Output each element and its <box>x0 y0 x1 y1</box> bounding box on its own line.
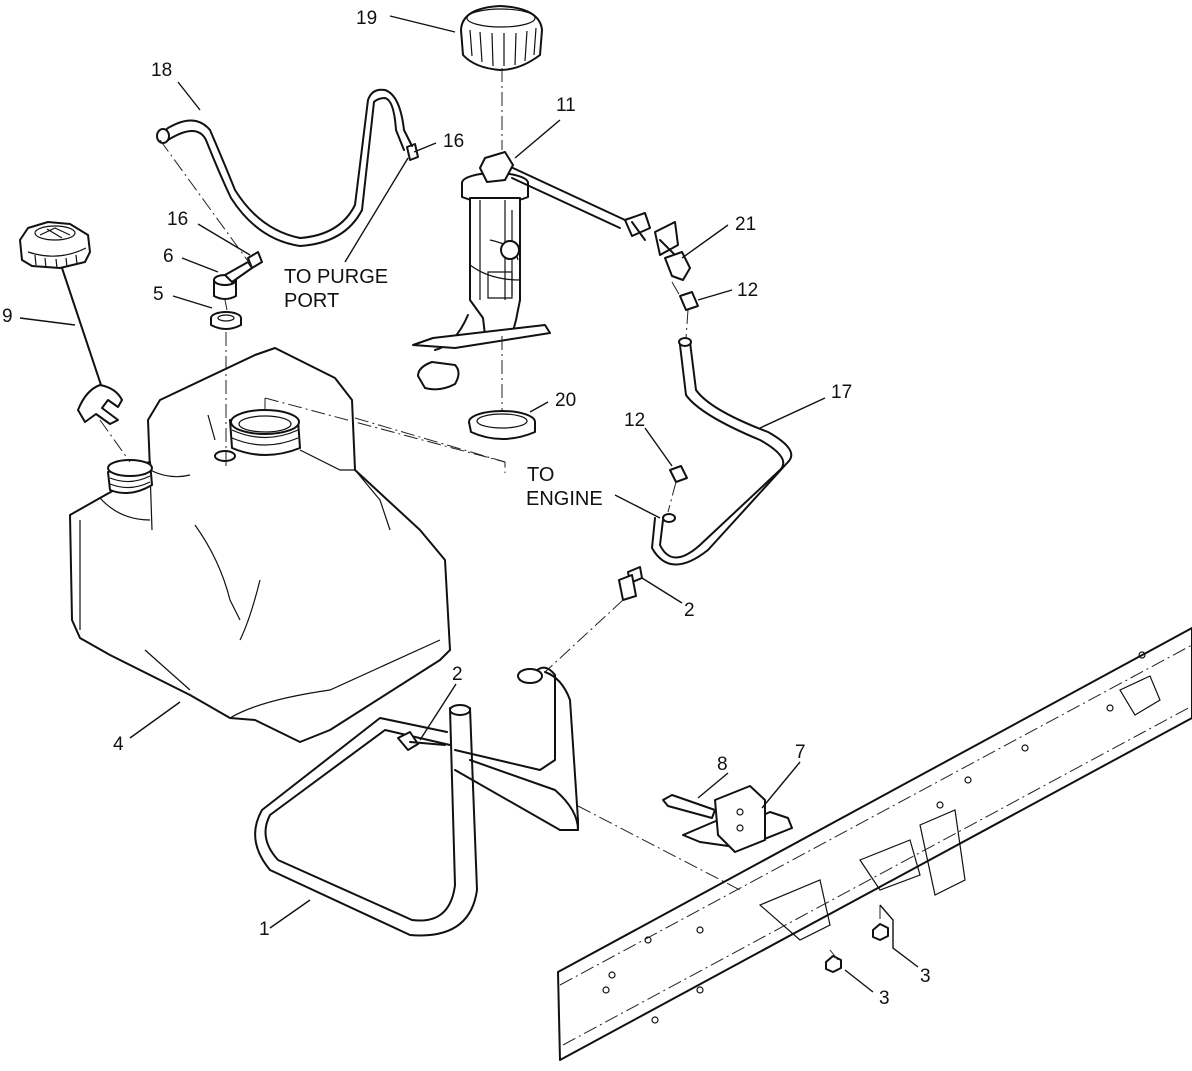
routing-notes: TO PURGE PORT TO ENGINE <box>284 266 603 510</box>
callout-12-upper: 12 <box>737 280 758 301</box>
hose-clamp-upper <box>679 291 699 311</box>
cap-tether <box>61 267 123 425</box>
mount-bolt-upper <box>618 566 643 601</box>
elbow-fitting <box>664 251 691 281</box>
callout-17: 17 <box>831 382 852 403</box>
callout-3-right: 3 <box>920 966 931 987</box>
nut-left <box>825 955 842 973</box>
note-engine-line2: ENGINE <box>526 488 603 510</box>
grommet <box>210 311 242 330</box>
callout-labels: 19 18 11 16 16 6 5 9 21 12 12 17 20 2 2 … <box>2 8 931 1009</box>
vent-fitting <box>213 261 253 300</box>
pump-seal <box>468 410 536 440</box>
callout-8: 8 <box>717 754 728 775</box>
lock-ring <box>460 5 543 71</box>
callout-18: 18 <box>151 60 172 81</box>
note-purge-line2: PORT <box>284 290 339 312</box>
callout-6: 6 <box>163 246 174 267</box>
callout-2-lower: 2 <box>452 664 463 685</box>
fuel-hose <box>651 337 793 566</box>
callout-2-upper: 2 <box>684 600 695 621</box>
leader-lines <box>19 15 919 993</box>
callout-9: 9 <box>2 306 13 327</box>
callout-16-lower: 16 <box>167 209 188 230</box>
frame-rail <box>557 627 1192 1061</box>
callout-21: 21 <box>735 214 756 235</box>
note-engine-line1: TO <box>527 464 554 486</box>
bolt <box>662 794 716 819</box>
callout-4: 4 <box>113 734 124 755</box>
tank-strap <box>254 666 579 937</box>
callout-1: 1 <box>259 919 270 940</box>
callout-16-upper: 16 <box>443 131 464 152</box>
fuel-pump <box>412 151 679 391</box>
bracket <box>682 785 793 853</box>
nut-right <box>872 923 889 941</box>
fuel-tank <box>69 347 451 743</box>
note-purge-line1: TO PURGE <box>284 266 388 288</box>
callout-19: 19 <box>356 8 377 29</box>
callout-5: 5 <box>153 284 164 305</box>
callout-3-left: 3 <box>879 988 890 1009</box>
hose-clamp-lower <box>669 465 688 483</box>
callout-7: 7 <box>795 742 806 763</box>
assembly-lines <box>99 68 881 961</box>
callout-20: 20 <box>555 390 576 411</box>
callout-12-lower: 12 <box>624 410 645 431</box>
purge-hose <box>156 88 413 247</box>
callout-11: 11 <box>556 95 576 116</box>
fuel-cap <box>19 221 91 269</box>
